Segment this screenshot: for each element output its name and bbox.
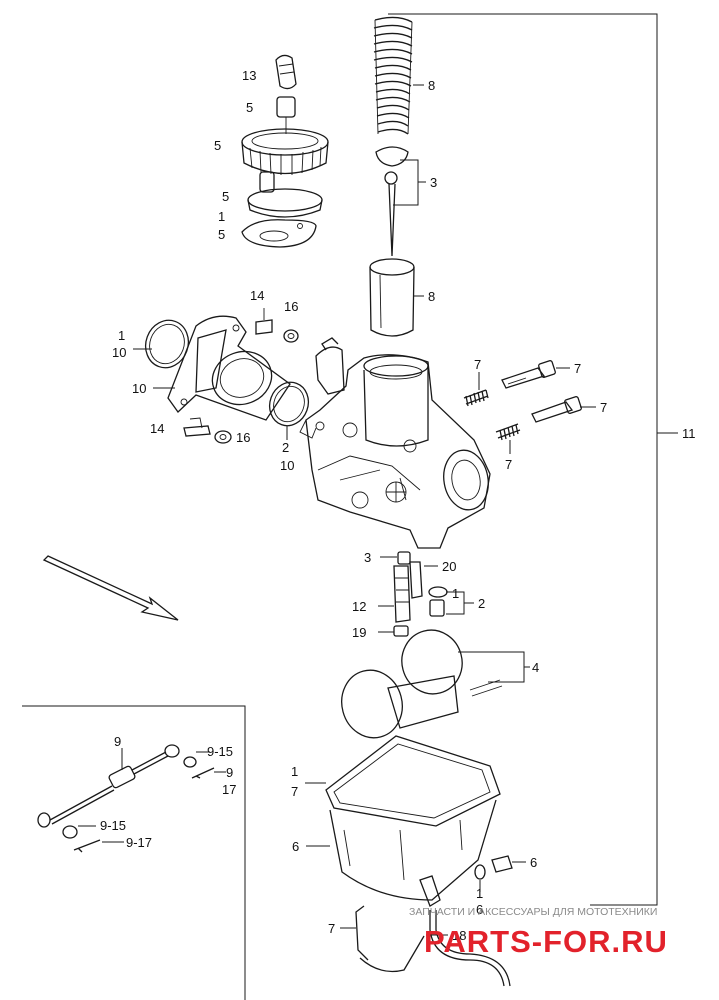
watermark-tagline: ЗАПЧАСТИ И АКСЕССУАРЫ ДЛЯ МОТОТЕХНИКИ: [409, 906, 657, 918]
throttle-stop-screw-part-7-b: [531, 396, 596, 423]
drain-washer-part-1-6: [474, 864, 486, 892]
washer-part-16-bottom: [214, 430, 232, 444]
float-part-4: [341, 629, 530, 739]
callout-2: 2: [282, 440, 289, 455]
callout-1: 1: [452, 586, 459, 601]
direction-arrow: [42, 555, 179, 621]
callout-7: 7: [505, 457, 512, 472]
callout-5: 5: [222, 189, 229, 204]
callout-9-15: 9-15: [207, 744, 233, 759]
o-ring-part-2-10: [268, 381, 310, 440]
callout-6: 6: [476, 902, 483, 917]
throttle-stop-spring-part-7-b: [495, 423, 521, 454]
cable-pin-part-9-17-top: [191, 767, 226, 779]
cable-pin-part-9-17-bottom: [73, 839, 124, 853]
callout-3: 3: [364, 550, 371, 565]
throttle-spring-part-8: [373, 16, 424, 135]
top-ring-nut-part-5: [241, 128, 329, 175]
jet-part-19: [378, 625, 409, 637]
callout-4: 4: [532, 660, 539, 675]
throttle-valve-part-8: [369, 258, 424, 337]
callout-9-17: 9-17: [126, 835, 152, 850]
top-gasket-part-1: [241, 219, 317, 248]
callout-14: 14: [250, 288, 264, 303]
callout-9: 9: [226, 765, 233, 780]
callout-16: 16: [284, 299, 298, 314]
callout-1: 1: [118, 328, 125, 343]
drain-tube-part-18: [359, 910, 511, 987]
callout-10: 10: [280, 458, 294, 473]
insulator-part-10: [153, 315, 291, 421]
callout-9: 9: [114, 734, 121, 749]
callout-17: 17: [222, 782, 236, 797]
o-ring-part-1-10: [133, 319, 190, 369]
callout-1: 1: [291, 764, 298, 779]
slow-jet-part-1-2: [428, 586, 474, 617]
top-cap-part-5: [247, 171, 323, 218]
throttle-cable-part-9: [37, 744, 180, 828]
callout-2: 2: [478, 596, 485, 611]
watermark-brand: PARTS-FOR.RU: [424, 924, 668, 959]
watermark: ЗАПЧАСТИ И АКСЕССУАРЫ ДЛЯ МОТОТЕХНИКИ PA…: [409, 906, 668, 959]
bolt-part-14-top: [255, 308, 273, 335]
pilot-screw-part-7-a: [501, 360, 570, 389]
callout-5: 5: [246, 100, 253, 115]
callout-10: 10: [132, 381, 146, 396]
cable-washer-part-9-15-top: [183, 751, 210, 768]
callout-labels: 13 5 5 5 1 5 8 3 8 14 16 1 10 10 14 16 2…: [100, 68, 696, 943]
callout-16: 16: [236, 430, 250, 445]
carburetor-body: [299, 337, 491, 549]
callout-3: 3: [430, 175, 437, 190]
callout-9-15: 9-15: [100, 818, 126, 833]
callout-7: 7: [600, 400, 607, 415]
locknut-part-5: [276, 96, 296, 134]
washer-part-16-top: [283, 329, 299, 343]
callout-12: 12: [352, 599, 366, 614]
callout-18: 18: [452, 928, 466, 943]
callout-13: 13: [242, 68, 256, 83]
callout-5: 5: [218, 227, 225, 242]
callout-11: 11: [682, 426, 696, 441]
callout-7: 7: [474, 357, 481, 372]
callout-14: 14: [150, 421, 164, 436]
needle-jet-holder-part-3: [380, 551, 411, 565]
jet-needle-part-3: [375, 146, 426, 257]
callout-7: 7: [574, 361, 581, 376]
main-jet-part-20: [409, 561, 438, 599]
callout-7: 7: [328, 921, 335, 936]
float-chamber-bowl-part-6: [306, 799, 497, 907]
callout-1: 1: [476, 886, 483, 901]
callout-6: 6: [292, 839, 299, 854]
drain-screw-part-6: [491, 855, 526, 873]
inset-border: [22, 705, 246, 1000]
callout-10: 10: [112, 345, 126, 360]
callout-1: 1: [218, 209, 225, 224]
callout-19: 19: [352, 625, 366, 640]
pilot-screw-spring-part-7-a: [463, 372, 489, 407]
callout-5: 5: [214, 138, 221, 153]
callout-20: 20: [442, 559, 456, 574]
callout-6: 6: [530, 855, 537, 870]
cable-washer-part-9-15-bottom: [62, 825, 96, 839]
assembly-bracket-11: [388, 13, 678, 906]
needle-jet-part-12: [378, 565, 411, 623]
drain-tube-clip-part-7: [340, 905, 369, 961]
callout-7: 7: [291, 784, 298, 799]
bolt-part-14-bottom: [183, 417, 211, 437]
callout-8: 8: [428, 289, 435, 304]
callout-8: 8: [428, 78, 435, 93]
float-chamber-gasket-part-1-7: [305, 735, 501, 827]
cable-adjuster-part-13: [275, 54, 297, 90]
